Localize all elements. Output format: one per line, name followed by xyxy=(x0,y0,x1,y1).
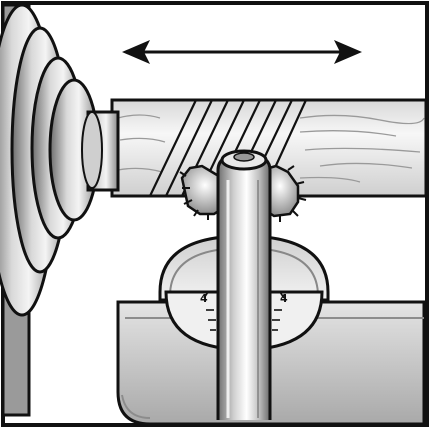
lathe-chuck xyxy=(0,3,120,417)
dial-label-right-4: 4 xyxy=(280,292,288,305)
vertical-spindle xyxy=(216,149,272,420)
double-headed-arrow-icon xyxy=(122,40,362,64)
dial-label-left-4: 4 xyxy=(200,292,208,305)
